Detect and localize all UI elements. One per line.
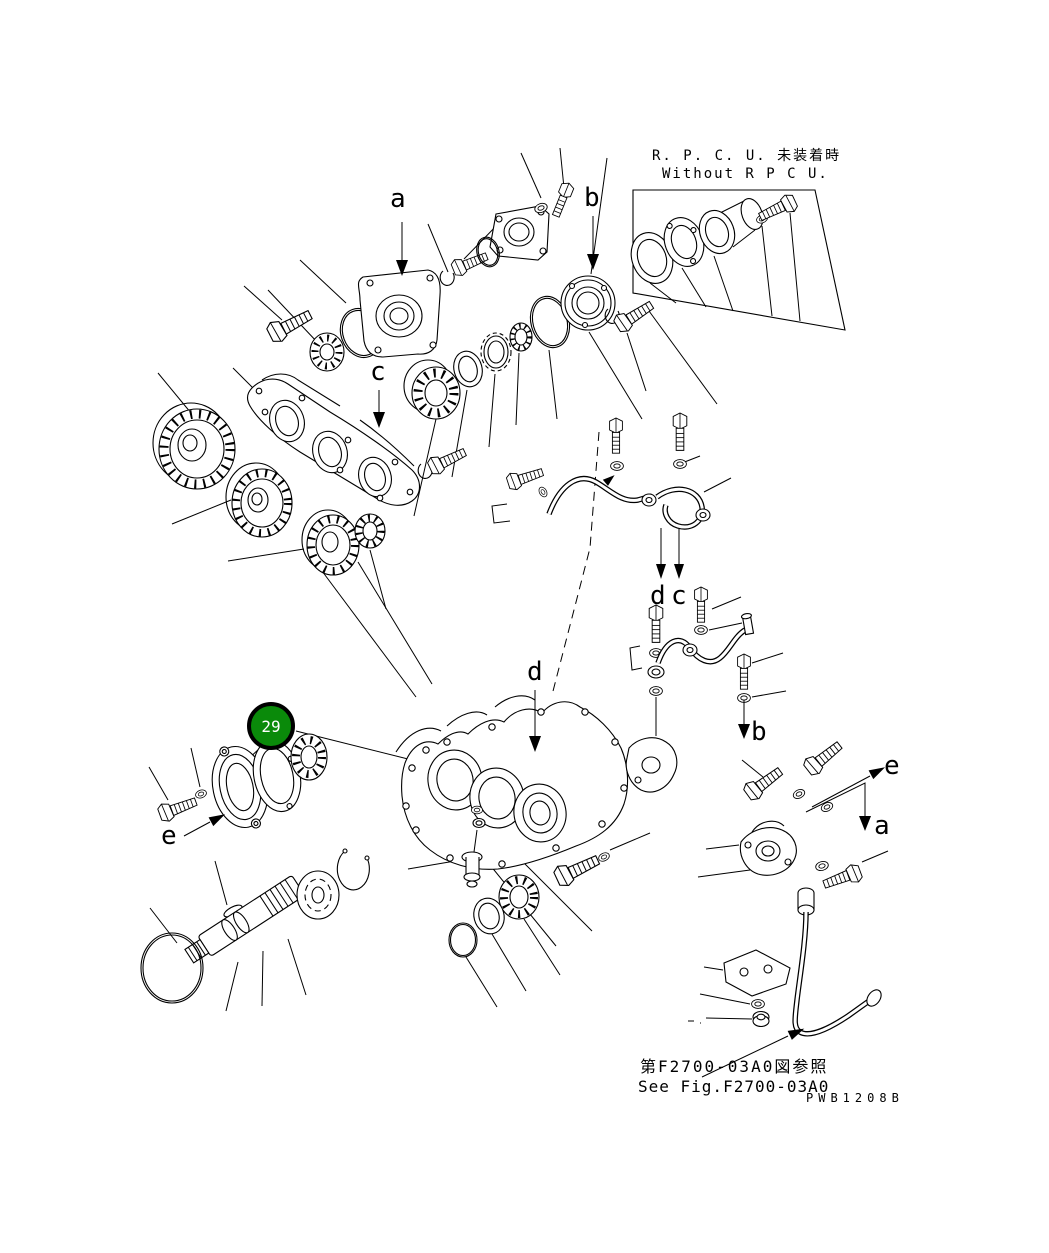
bolt <box>156 792 200 824</box>
washer <box>673 459 687 469</box>
upper-pipe-assembly <box>491 412 711 530</box>
label-a-right: a <box>874 811 890 841</box>
rotor-gear <box>296 870 340 920</box>
washer <box>610 461 624 471</box>
drain-plug <box>461 851 483 888</box>
label-a-top: a <box>390 184 406 214</box>
ref-note-jp: 第F2700-03A0図参照 <box>640 1057 829 1076</box>
washer <box>471 805 483 815</box>
seal-ring <box>453 350 483 388</box>
bolt <box>609 417 623 454</box>
banjo-eye <box>641 493 657 507</box>
washer <box>649 686 663 696</box>
bolt <box>672 412 688 451</box>
lower-pipe-assembly <box>629 586 755 736</box>
label-e-left: e <box>161 821 177 851</box>
bearing <box>498 874 540 920</box>
flow-arrows <box>183 216 886 1078</box>
label-e-right: e <box>884 751 900 781</box>
washer <box>819 800 835 814</box>
splined-shaft <box>184 875 305 964</box>
rocker-piece <box>625 737 678 793</box>
rpcu-bolt <box>755 191 800 226</box>
clamp-bracket <box>739 820 797 876</box>
label-c-mid: c <box>370 357 386 387</box>
label-d-center: d <box>527 657 543 687</box>
ref-note-en: See Fig.F2700-03A0 <box>638 1077 830 1096</box>
small-o-ring <box>476 236 500 268</box>
washer <box>194 788 208 800</box>
rpcu-note-en: Without R P C U. <box>662 166 829 182</box>
bearing <box>309 332 345 372</box>
banjo-eye <box>647 665 665 679</box>
rpcu-note-jp: R. P. C. U. 未装着時 <box>652 148 842 164</box>
bolt <box>611 295 658 336</box>
large-o-ring <box>140 932 204 1004</box>
top-cover-assembly-a <box>264 180 576 372</box>
idler-gear <box>225 462 293 538</box>
label-b-top: b <box>584 183 600 213</box>
banjo-eye <box>695 508 711 522</box>
part-callout-29[interactable]: 29 <box>247 702 295 750</box>
drawing-code: PWB1208B <box>806 1091 904 1105</box>
bolt <box>504 463 546 493</box>
round-cover <box>560 275 616 331</box>
leader-bracket <box>491 503 511 524</box>
bolt <box>425 443 470 478</box>
washer <box>536 485 550 499</box>
bearing <box>290 733 328 781</box>
bolt <box>801 736 847 779</box>
bearing-cover <box>357 269 441 358</box>
washer <box>694 625 708 635</box>
small-bearing <box>509 322 533 352</box>
nut <box>752 1010 770 1028</box>
lock-washer <box>480 332 512 372</box>
pipe-flange <box>797 887 815 916</box>
roller-bearing <box>403 359 461 420</box>
banjo-bolt <box>737 653 751 690</box>
bearing-cover-assembly-29 <box>156 733 328 829</box>
pipe-fitting <box>740 612 755 636</box>
nut <box>472 817 486 829</box>
lower-bracket <box>723 949 791 997</box>
label-c-right: c <box>671 581 687 611</box>
right-bracket-pipe-assembly <box>723 736 882 1037</box>
centerline-dashed <box>551 431 600 696</box>
bolt <box>551 849 603 890</box>
washer <box>596 850 612 864</box>
banjo-eye <box>682 643 698 657</box>
rear-cover-assembly-b <box>403 275 658 479</box>
main-housing-d <box>395 695 678 958</box>
washer <box>814 859 830 873</box>
snap-ring <box>336 850 370 891</box>
bolt <box>549 180 576 219</box>
rpcu-box-assembly <box>630 189 846 331</box>
rpcu-cover <box>698 198 764 255</box>
label-d-right: d <box>650 581 666 611</box>
label-b-right: b <box>751 717 767 747</box>
bolt <box>741 762 787 804</box>
large-drive-gear <box>152 402 236 490</box>
part-number: 29 <box>261 716 281 736</box>
pump-gear <box>301 509 360 576</box>
drive-shaft-assembly <box>140 848 370 1004</box>
clip <box>439 270 455 286</box>
washer <box>791 787 807 801</box>
washer <box>751 999 765 1009</box>
leader-bracket <box>629 645 643 671</box>
gasket-plate <box>247 373 421 506</box>
leader-lines <box>148 147 889 1024</box>
small-bearing <box>354 513 386 549</box>
o-ring <box>448 922 478 958</box>
gear-train <box>152 373 421 576</box>
seal-ring <box>473 897 505 935</box>
bolt <box>694 586 708 623</box>
pipe-end <box>866 989 882 1007</box>
